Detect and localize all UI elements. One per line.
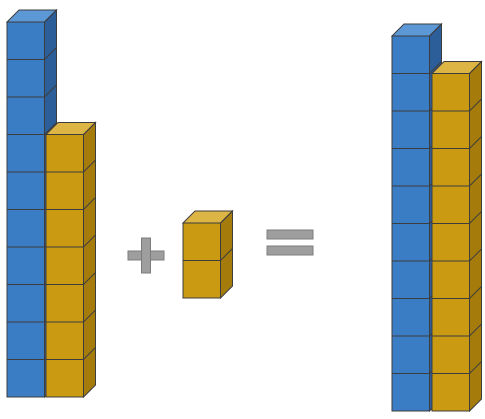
gold-cube — [45, 171, 84, 210]
blue-cube — [6, 359, 45, 398]
plus-sign-icon — [127, 237, 165, 274]
cube-edge-line — [429, 23, 442, 37]
cube-edge-line — [83, 309, 96, 323]
middle-gold-column — [181, 209, 234, 300]
gold-cube — [431, 148, 470, 187]
blue-cube — [6, 134, 45, 173]
gold-cube — [45, 134, 84, 173]
cube-edge-line — [429, 61, 442, 74]
cube-edge-line — [469, 323, 482, 337]
blue-cube — [391, 373, 430, 412]
cube-edge-line — [44, 9, 57, 23]
gold-cube — [45, 321, 84, 360]
blue-cube — [391, 260, 430, 299]
blue-cube — [6, 246, 45, 285]
cube-edge-line — [469, 361, 482, 374]
cube-edge-line — [220, 248, 233, 261]
equals-bottom-bar — [266, 245, 314, 256]
blue-cube — [391, 73, 430, 112]
blue-cube — [391, 223, 430, 262]
gold-cube — [45, 246, 84, 285]
equals-sign-icon — [266, 229, 314, 256]
cube-edge-line — [83, 159, 96, 173]
left-blue-column — [5, 8, 58, 399]
equals-top-bar — [266, 229, 314, 240]
gold-cube — [45, 209, 84, 248]
cube-edge-line — [83, 197, 96, 210]
cube-edge-line — [469, 61, 482, 74]
blue-cube — [391, 335, 430, 374]
cube-edge-line — [44, 84, 57, 98]
gold-cube — [431, 373, 470, 412]
gold-cube — [45, 284, 84, 323]
blue-cube — [6, 171, 45, 210]
blue-cube — [6, 21, 45, 60]
left-gold-column — [44, 121, 97, 399]
blue-cube — [391, 35, 430, 74]
right-gold-column — [430, 60, 483, 413]
gold-cube — [431, 260, 470, 299]
blue-cube — [6, 96, 45, 135]
cube-edge-line — [44, 122, 57, 135]
blue-cube — [6, 209, 45, 248]
blue-cube — [6, 321, 45, 360]
cube-edge-line — [469, 98, 482, 112]
blue-cube — [391, 148, 430, 187]
cube-edge-line — [83, 234, 96, 248]
gold-cube — [431, 298, 470, 337]
cube-edge-line — [469, 248, 482, 262]
cube-edge-line — [220, 210, 233, 224]
blue-cube — [391, 298, 430, 337]
middle-cube-group — [181, 209, 234, 300]
gold-cube — [431, 223, 470, 262]
right-cube-group — [390, 22, 483, 413]
gold-cube — [45, 359, 84, 398]
left-cube-group — [5, 8, 97, 399]
plus-vertical-bar — [141, 237, 151, 274]
cube-edge-line — [83, 347, 96, 360]
cube-edge-line — [469, 173, 482, 187]
gold-cube — [431, 110, 470, 149]
cube-edge-line — [469, 136, 482, 149]
cube-edge-line — [469, 286, 482, 299]
cube-edge-line — [83, 272, 96, 285]
cube-edge-line — [44, 47, 57, 60]
blue-cube — [391, 185, 430, 224]
blue-cube — [6, 284, 45, 323]
blue-cube — [391, 110, 430, 149]
right-gold-column-side-face — [469, 60, 482, 413]
gold-cube — [431, 185, 470, 224]
gold-cube — [182, 260, 221, 299]
cube-edge-line — [469, 211, 482, 224]
gold-cube — [182, 222, 221, 261]
gold-cube — [431, 335, 470, 374]
blue-cube — [6, 59, 45, 98]
gold-cube — [431, 73, 470, 112]
cube-edge-line — [83, 122, 96, 135]
left-gold-column-side-face — [83, 121, 96, 399]
